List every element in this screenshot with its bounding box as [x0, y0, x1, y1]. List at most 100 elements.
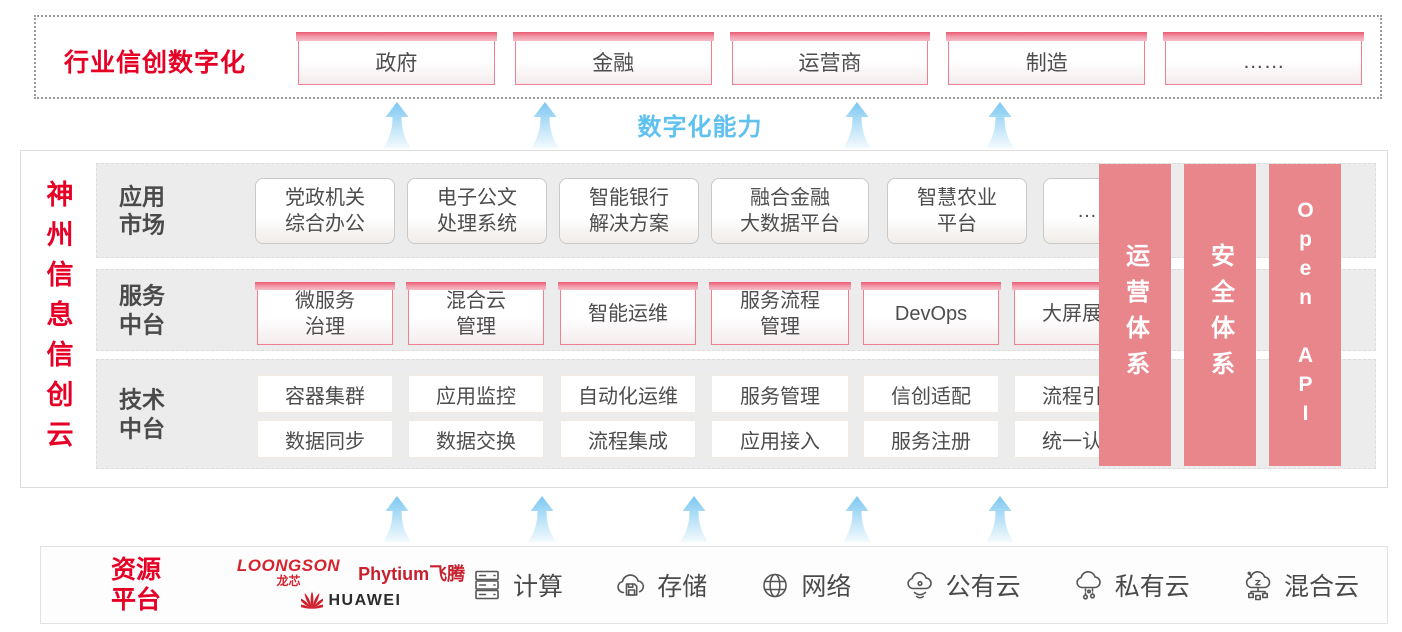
up-arrow-icon: [382, 102, 412, 148]
text-line: 融合金融: [750, 187, 830, 209]
resource-item-label: 私有云: [1114, 573, 1190, 601]
phytium-logo: Phytium飞腾: [358, 557, 465, 586]
storage-cloud-icon: [617, 574, 645, 596]
industry-box-label: ……: [1242, 50, 1285, 73]
box-label: DevOps: [895, 301, 967, 327]
service-box: 大屏展示: [1012, 282, 1152, 345]
resource-item-label: 计算: [513, 573, 564, 601]
industry-band-title: 行业信创数字化: [64, 49, 247, 77]
app-market-box: ……: [1043, 178, 1151, 244]
text-line: 中台: [119, 311, 165, 337]
resource-item-label: 公有云: [945, 573, 1021, 601]
box-label: 党政机关综合办公: [285, 185, 365, 237]
vendor-logos: LOONGSON 龙芯 Phytium飞腾: [191, 547, 511, 623]
industry-box: 金融: [512, 32, 714, 85]
industry-box-label: 运营商: [798, 52, 862, 75]
app-market-box: 电子公文处理系统: [407, 178, 547, 244]
text-line: 微服务: [295, 290, 355, 312]
text-line: 电子公文: [437, 187, 517, 209]
text-line: 智能银行: [589, 187, 669, 209]
app-market-box: 融合金融大数据平台: [711, 178, 869, 244]
box-label: 智能运维: [588, 301, 668, 327]
text-line: 应用: [119, 182, 165, 209]
text-line: 混合云: [446, 290, 506, 312]
app-market-box: 智能银行解决方案: [559, 178, 699, 244]
row-label-tech-platform: 技术中台: [109, 385, 175, 443]
box-label: 电子公文处理系统: [437, 185, 517, 237]
phytium-logo-text: Phytium: [358, 564, 430, 584]
text-line: DevOps: [894, 303, 968, 325]
app-market-box: 党政机关综合办公: [255, 178, 395, 244]
box-label: 智慧农业平台: [917, 185, 997, 237]
tech-box: 流程集成: [560, 420, 696, 458]
tech-box: 数据同步: [257, 420, 393, 458]
resource-item: 公有云: [902, 567, 1021, 603]
app-market-box: 智慧农业平台: [887, 178, 1027, 244]
box-label: 智能银行解决方案: [589, 185, 669, 237]
up-arrow-icon: [985, 102, 1015, 148]
tech-box: 自动化运维: [560, 375, 696, 413]
row-label-service-platform: 服务中台: [109, 281, 175, 339]
box-label: 服务流程管理: [740, 288, 820, 340]
tech-box: 容器集群: [257, 375, 393, 413]
box-label: 混合云管理: [446, 288, 506, 340]
text-line: 市场: [119, 211, 165, 238]
tech-box: 流程引擎: [1014, 375, 1150, 413]
capability-label: 数字化能力: [637, 114, 763, 141]
up-arrow-icon: [842, 102, 872, 148]
service-box: 服务流程管理: [709, 282, 851, 345]
text-line: 党政机关: [285, 187, 365, 209]
tech-box: 服务注册: [863, 420, 999, 458]
platform-box: 神州信息信创云 应用市场 党政机关综合办公电子公文处理系统智能银行解决方案融合金…: [20, 150, 1388, 488]
resource-item: 计算: [469, 567, 563, 603]
compute-server-icon: [475, 570, 499, 600]
resource-platform-title: 资源平台: [111, 555, 161, 615]
text-line: 智能运维: [588, 303, 668, 325]
text-line: 大屏展示: [1042, 303, 1122, 325]
box-label: 微服务治理: [295, 288, 355, 340]
box-label: 大屏展示: [1042, 301, 1122, 327]
text-line: 服务: [119, 282, 165, 309]
text-line: 资源: [111, 556, 162, 584]
text-line: 治理: [305, 316, 345, 338]
service-box: DevOps: [861, 282, 1001, 345]
hybrid-cloud-icon: [1245, 571, 1271, 601]
industry-box-label: 政府: [375, 52, 418, 75]
up-arrow-icon: [530, 102, 560, 148]
resource-band: 资源平台 LOONGSON 龙芯 Phytium飞腾: [40, 546, 1388, 624]
industry-box: 政府: [296, 32, 497, 85]
platform-title: 神州信息信创云: [42, 180, 73, 460]
up-arrow-icon: [679, 496, 709, 542]
service-box: 智能运维: [558, 282, 698, 345]
industry-box-label: 制造: [1025, 52, 1068, 75]
loongson-logo-cn: 龙芯: [276, 574, 301, 588]
text-line: 解决方案: [589, 213, 669, 235]
service-box: 混合云管理: [406, 282, 546, 345]
vendor-logo-row: LOONGSON 龙芯 Phytium飞腾: [191, 557, 511, 587]
row-app-market: 应用市场 党政机关综合办公电子公文处理系统智能银行解决方案融合金融大数据平台智慧…: [96, 163, 1376, 258]
private-cloud-icon: [1076, 571, 1101, 600]
text-line: 智慧农业: [917, 187, 997, 209]
resource-item-label: 存储: [657, 573, 708, 601]
network-globe-icon: [763, 573, 788, 598]
text-line: 技术: [119, 386, 165, 413]
up-arrow-icon: [527, 496, 557, 542]
resource-item: 存储: [613, 567, 707, 603]
phytium-logo-cn: 飞腾: [429, 564, 466, 584]
industry-items: 政府 金融 运营商 制造 ……: [296, 32, 1364, 85]
tech-box: 应用接入: [711, 420, 849, 458]
service-box: 微服务治理: [255, 282, 395, 345]
box-label: ……: [1077, 198, 1117, 224]
tech-box: 信创适配: [863, 375, 999, 413]
industry-band: 行业信创数字化 政府 金融 运营商 制造 ……: [34, 15, 1382, 99]
huawei-petal-icon: [300, 591, 323, 609]
row-tech-platform: 技术中台 容器集群应用监控自动化运维服务管理信创适配流程引擎数据同步数据交换流程…: [96, 359, 1376, 469]
tech-box: 服务管理: [711, 375, 849, 413]
resource-item: 混合云: [1240, 567, 1359, 603]
tech-box: 应用监控: [408, 375, 544, 413]
text-line: 管理: [760, 316, 800, 338]
resource-items: 计算存储网络公有云私有云混合云: [469, 547, 1359, 623]
huawei-logo-text: HUAWEI: [328, 591, 402, 609]
